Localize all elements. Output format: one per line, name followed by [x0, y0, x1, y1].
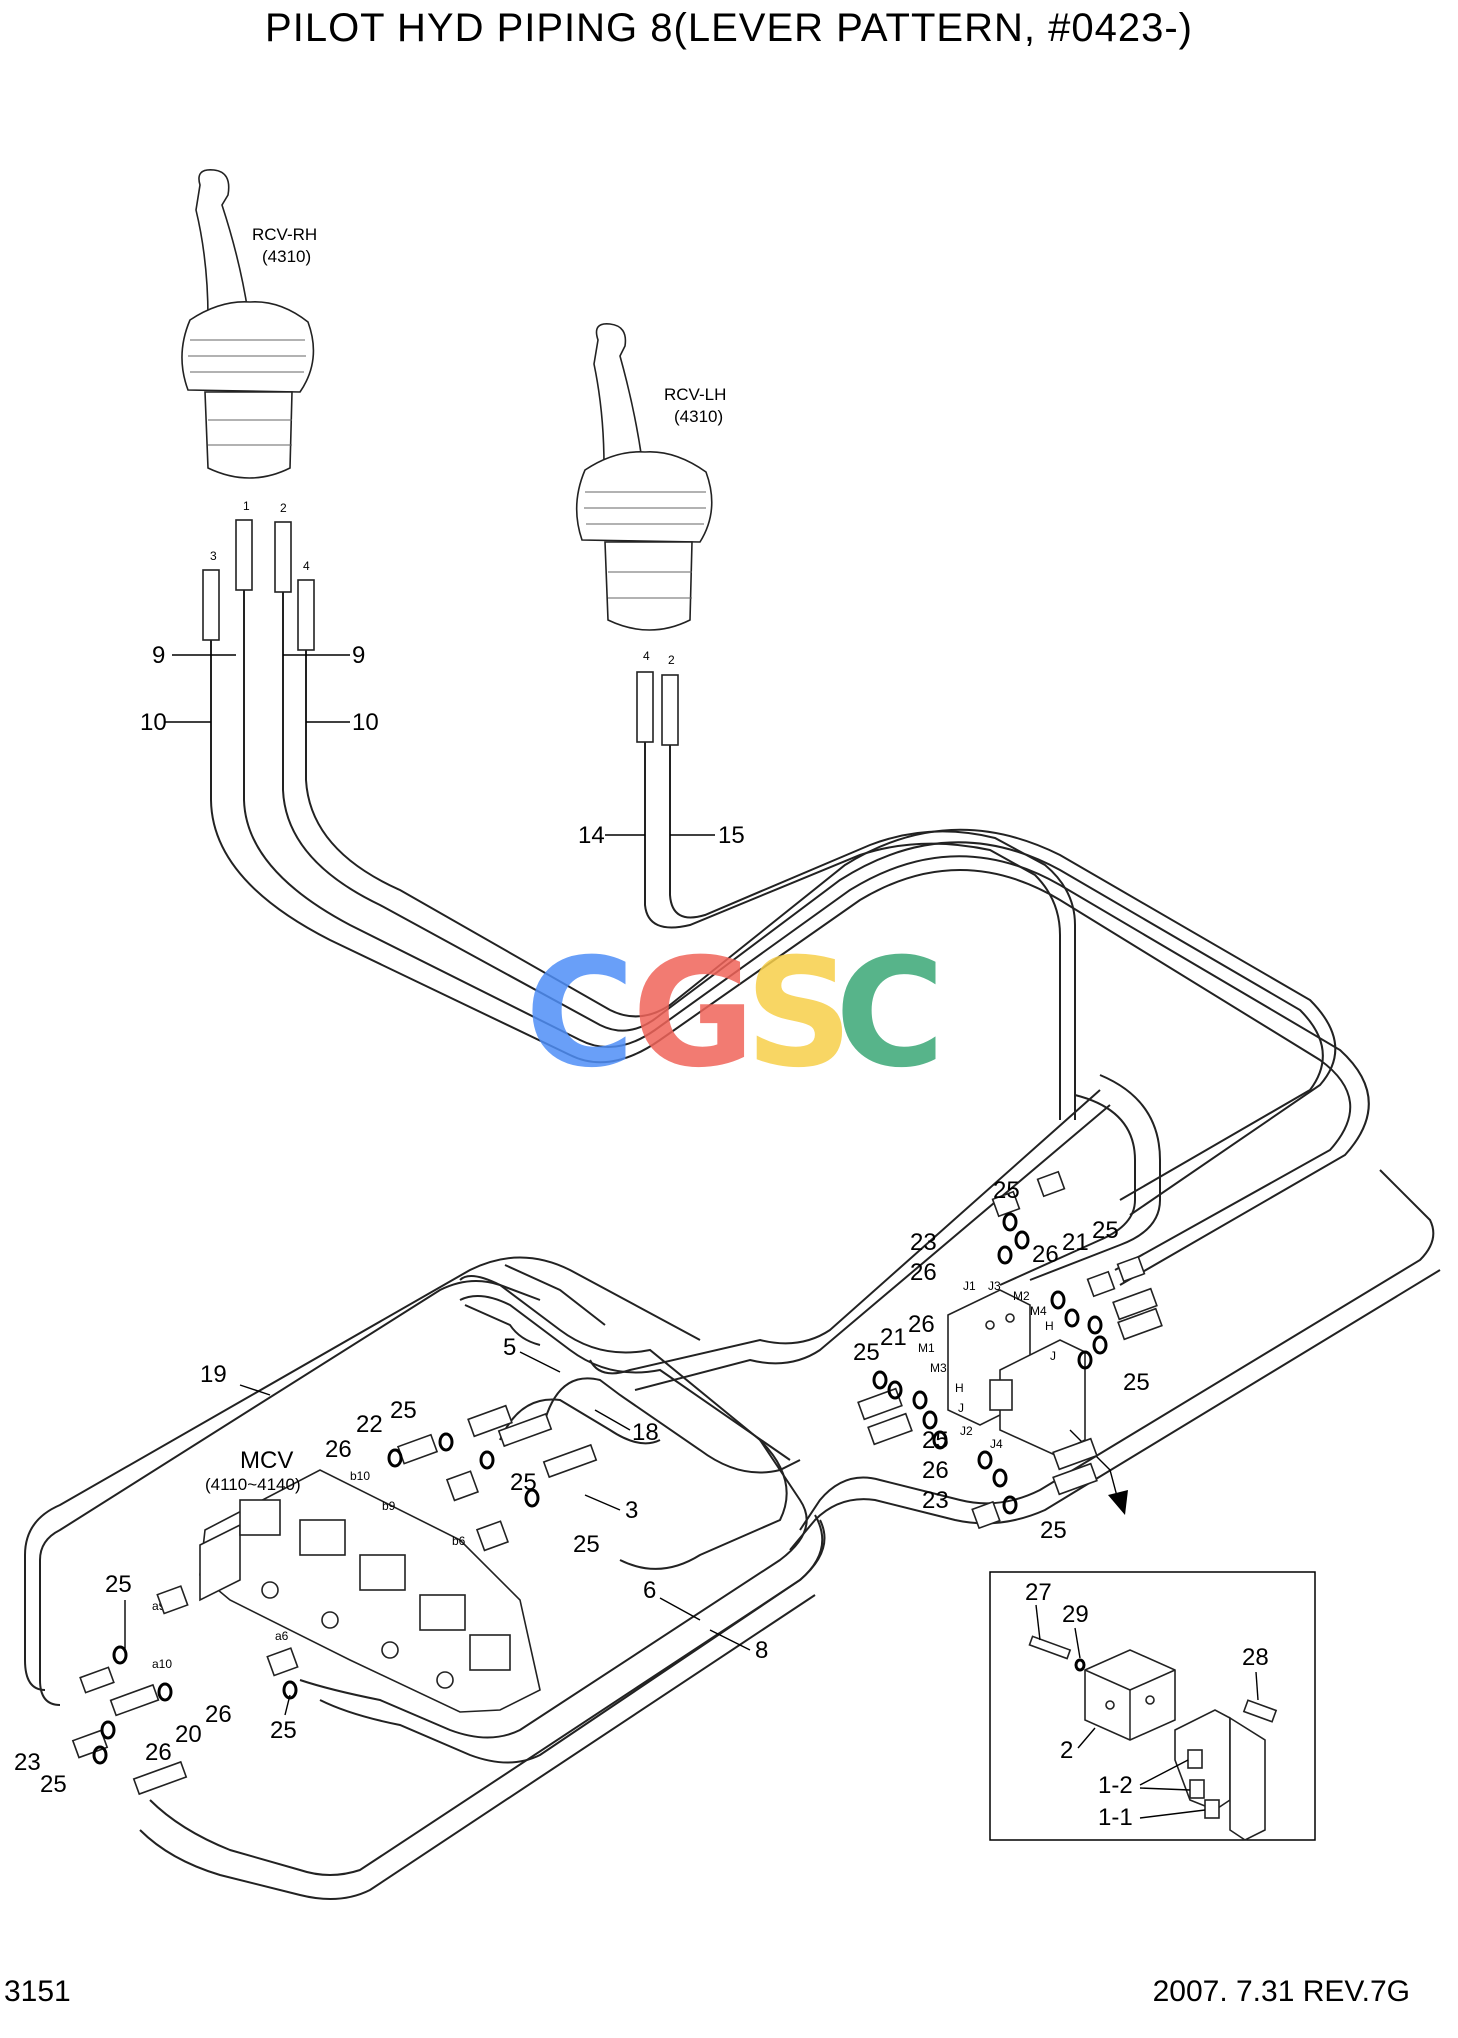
watermark-letter-g: G	[632, 927, 755, 1101]
port-a6: a6	[275, 1629, 289, 1643]
callout-26-f: 26	[205, 1701, 232, 1728]
rcv-lh-code: (4310)	[674, 407, 723, 426]
port-b10: b10	[350, 1469, 370, 1483]
callout-18: 18	[632, 1419, 659, 1446]
port-m2: M2	[1013, 1289, 1030, 1303]
port-b6: b6	[452, 1534, 466, 1548]
port-a10: a10	[152, 1657, 172, 1671]
detail-callout-1-1: 1-1	[1098, 1804, 1133, 1831]
port-j2: J2	[960, 1424, 973, 1438]
callout-14: 14	[578, 822, 605, 849]
detail-callouts: 27 29 28 2 1-2 1-1	[1025, 1579, 1269, 1831]
rcv-rh-joystick	[181, 168, 315, 479]
callout-26-g: 26	[145, 1739, 172, 1766]
detail-callout-28: 28	[1242, 1644, 1269, 1671]
rh-port-4: 4	[303, 559, 310, 573]
lh-hoses	[644, 742, 1076, 1120]
port-j-upper: J	[1050, 1349, 1056, 1363]
callout-23-b: 23	[922, 1487, 949, 1514]
port-j: J	[958, 1401, 964, 1415]
callout-26-d: 26	[325, 1436, 352, 1463]
rcv-rh-label: RCV-RH	[252, 225, 317, 244]
page-number: 3151	[4, 1975, 71, 2008]
port-j4: J4	[990, 1437, 1003, 1451]
port-h: H	[955, 1381, 964, 1395]
callout-25-l: 25	[40, 1771, 67, 1798]
detail-arrowhead	[1108, 1490, 1128, 1515]
callout-25-g: 25	[573, 1531, 600, 1558]
callout-10-right: 10	[352, 709, 379, 736]
callout-8: 8	[755, 1637, 768, 1664]
callout-26-c: 26	[908, 1311, 935, 1338]
watermark-letter-c1: C	[525, 927, 635, 1101]
rcv-lh-label: RCV-LH	[664, 385, 726, 404]
lh-port-4: 4	[643, 649, 650, 663]
detail-callout-1-2: 1-2	[1098, 1772, 1133, 1799]
callout-25-j: 25	[105, 1571, 132, 1598]
watermark-letter-s: S	[745, 927, 853, 1101]
callout-15: 15	[718, 822, 745, 849]
port-h-upper: H	[1045, 1319, 1054, 1333]
page-title: PILOT HYD PIPING 8(LEVER PATTERN, #0423-…	[265, 6, 1193, 50]
fittings	[71, 1170, 1163, 1796]
callout-3: 3	[625, 1497, 638, 1524]
port-m3: M3	[930, 1361, 947, 1375]
port-m1: M1	[918, 1341, 935, 1355]
rh-port-3: 3	[210, 549, 217, 563]
callout-26-a: 26	[910, 1259, 937, 1286]
callout-25-i: 25	[1040, 1517, 1067, 1544]
watermark: C G S C	[525, 927, 945, 1101]
watermark-letter-c2: C	[835, 927, 945, 1101]
callout-9-left: 9	[152, 642, 165, 669]
detail-bracket-assembly	[1028, 1635, 1278, 1841]
callouts: 9 9 10 10 14 15 25 23 26 25 26 21 25 21 …	[14, 642, 1150, 1798]
callout-22: 22	[356, 1411, 383, 1438]
port-b9: b9	[382, 1499, 396, 1513]
rcv-rh-code: (4310)	[262, 247, 311, 266]
callout-23-c: 23	[14, 1749, 41, 1776]
callout-9-right: 9	[352, 642, 365, 669]
detail-callout-27: 27	[1025, 1579, 1052, 1606]
rh-hoses	[210, 590, 1370, 1286]
port-j1: J1	[963, 1279, 976, 1293]
rh-port-2: 2	[280, 501, 287, 515]
callout-6: 6	[643, 1577, 656, 1604]
port-m4: M4	[1030, 1304, 1047, 1318]
callout-25-e: 25	[390, 1397, 417, 1424]
revision-stamp: 2007. 7.31 REV.7G	[1152, 1975, 1410, 2008]
lh-hose-fittings	[636, 671, 679, 746]
callout-25-k: 25	[270, 1717, 297, 1744]
callout-25-a: 25	[993, 1177, 1020, 1204]
callout-19: 19	[200, 1361, 227, 1388]
rcv-lh-joystick	[575, 323, 713, 631]
callout-26-e: 26	[922, 1457, 949, 1484]
callout-26-b: 26	[1032, 1241, 1059, 1268]
callout-23-a: 23	[910, 1229, 937, 1256]
mcv-code: (4110~4140)	[205, 1475, 301, 1494]
mcv-valve	[199, 1469, 541, 1713]
callout-10-left: 10	[140, 709, 167, 736]
port-j3: J3	[988, 1279, 1001, 1293]
rh-port-1: 1	[243, 499, 250, 513]
detail-callout-29: 29	[1062, 1601, 1089, 1628]
lh-port-2: 2	[668, 653, 675, 667]
leader-lines	[124, 654, 751, 1716]
callout-5: 5	[503, 1334, 516, 1361]
callout-25-d: 25	[1123, 1369, 1150, 1396]
mcv-label: MCV	[240, 1447, 293, 1474]
lower-hoses	[24, 1074, 1441, 1900]
callout-25-c: 25	[853, 1339, 880, 1366]
rh-hose-fittings	[202, 519, 315, 651]
o-rings	[92, 1212, 1108, 1765]
callout-20: 20	[175, 1721, 202, 1748]
callout-21-a: 21	[1062, 1229, 1089, 1256]
callout-25-f: 25	[510, 1469, 537, 1496]
detail-callout-2: 2	[1060, 1737, 1073, 1764]
callout-25-h: 25	[922, 1427, 949, 1454]
callout-25-b: 25	[1092, 1217, 1119, 1244]
callout-21-b: 21	[880, 1324, 907, 1351]
